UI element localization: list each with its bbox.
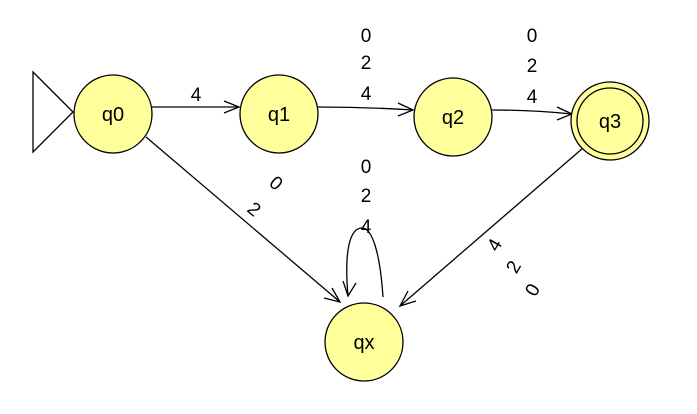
state-q0: q0 xyxy=(73,74,153,154)
transition-symbol: 2 xyxy=(361,53,372,74)
label-q1-q2: 0 2 4 xyxy=(361,26,372,105)
state-q1: q1 xyxy=(239,74,319,154)
state-label: qx xyxy=(353,332,374,354)
transition-symbol: 4 xyxy=(191,85,202,106)
state-label: q2 xyxy=(442,107,464,129)
transition-symbol: 0 xyxy=(521,280,544,300)
transition-symbol: 2 xyxy=(361,186,372,207)
transition-symbol: 4 xyxy=(527,87,538,108)
state-label: q0 xyxy=(102,104,124,126)
transition-q1-q2 xyxy=(317,102,415,117)
state-q3-accepting: q3 xyxy=(570,81,650,161)
transition-symbol: 4 xyxy=(361,84,372,105)
transition-symbol: 0 xyxy=(265,172,287,195)
transition-q3-qx xyxy=(398,147,584,308)
label-q0-q1: 4 xyxy=(191,85,202,106)
transition-q2-q3 xyxy=(491,106,574,121)
transition-symbol: 0 xyxy=(361,157,372,178)
transition-q0-q1 xyxy=(152,100,241,114)
state-qx: qx xyxy=(324,302,404,382)
state-label: q3 xyxy=(599,111,621,133)
start-marker xyxy=(32,70,74,154)
transition-symbol: 2 xyxy=(527,56,538,77)
transition-symbol: 2 xyxy=(243,198,265,221)
transition-symbol: 4 xyxy=(483,235,507,255)
transition-symbol: 2 xyxy=(502,257,525,277)
label-qx-self-loop: 0 2 4 xyxy=(361,157,372,238)
state-q2: q2 xyxy=(413,77,493,157)
transition-q0-qx xyxy=(145,136,342,304)
transition-qx-self-loop xyxy=(342,227,384,298)
transition-symbol: 4 xyxy=(361,217,372,238)
transition-symbol: 0 xyxy=(527,26,538,47)
transition-symbol: 0 xyxy=(361,26,372,47)
state-label: q1 xyxy=(268,104,290,126)
label-q3-qx: 4 2 0 xyxy=(483,235,544,300)
label-q0-qx: 0 2 xyxy=(243,172,287,221)
label-q2-q3: 0 2 4 xyxy=(527,26,538,108)
